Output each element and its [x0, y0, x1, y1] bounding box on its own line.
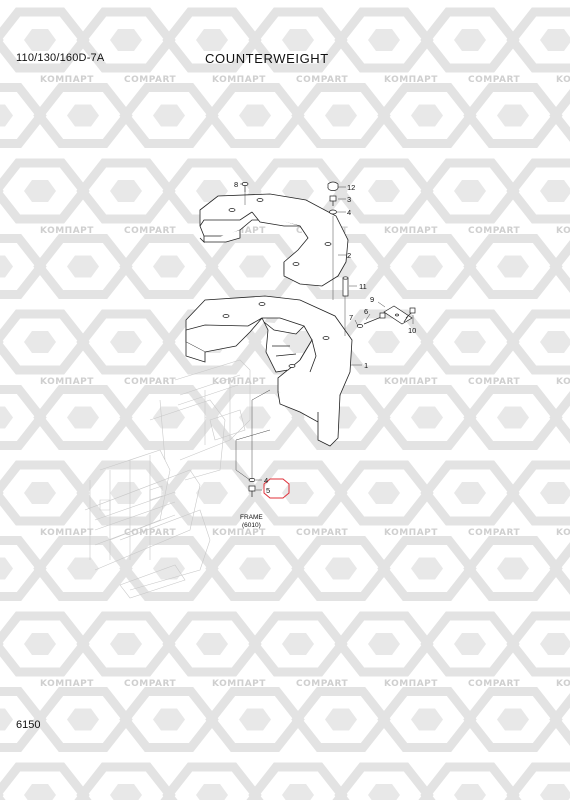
page-title: COUNTERWEIGHT [205, 51, 329, 66]
watermark-text: COMPART [124, 75, 176, 85]
watermark-text: KOMПAPT [556, 528, 570, 538]
callout-9: 9 [370, 295, 374, 304]
watermark-text: KOMПAPT [384, 528, 438, 538]
watermark-text: COMPART [468, 377, 520, 387]
watermark-text: KOMПAPT [40, 226, 94, 236]
watermark-text: COMPART [296, 75, 348, 85]
callout-7: 7 [349, 313, 353, 322]
callout-4-upper: 4 [347, 208, 351, 217]
watermark-text: KOMПAPT [556, 679, 570, 689]
watermark-text: COMPART [296, 528, 348, 538]
callout-5: 5 [266, 486, 270, 495]
callout-10: 10 [408, 326, 416, 335]
frame-outline [84, 359, 251, 599]
watermark-text: KOMПAPT [40, 75, 94, 85]
callout-4-lower: 4 [264, 476, 268, 485]
callout-8: 8 [234, 180, 238, 189]
watermark-text: COMPART [468, 75, 520, 85]
callout-12: 12 [347, 183, 355, 192]
watermark-text: KOMПAPT [40, 377, 94, 387]
watermark-text: KOMПAPT [384, 226, 438, 236]
watermark-text: KOMПAPT [212, 679, 266, 689]
page-number: 6150 [16, 719, 41, 731]
watermark-text: KOMПAPT [384, 75, 438, 85]
hardware [241, 181, 416, 497]
counterweight-lower [185, 295, 353, 447]
watermark-text: KOMПAPT [556, 75, 570, 85]
watermark-text: KOMПAPT [556, 226, 570, 236]
watermark-text: COMPART [124, 377, 176, 387]
watermark-text: COMPART [124, 226, 176, 236]
callout-11: 11 [359, 282, 367, 291]
frame-label: FRAME [240, 514, 263, 521]
model-label: 110/130/160D-7A [16, 52, 105, 64]
watermark-text: KOMПAPT [556, 377, 570, 387]
counterweight-upper [199, 193, 349, 287]
highlight-marker [263, 478, 290, 499]
guide-lines [235, 183, 414, 491]
watermark-text: KOMПAPT [384, 679, 438, 689]
watermark-text: KOMПAPT [212, 528, 266, 538]
callout-3: 3 [347, 195, 351, 204]
watermark-text: COMPART [124, 679, 176, 689]
watermark-text: KOMПAPT [384, 377, 438, 387]
watermark-text: COMPART [468, 528, 520, 538]
watermark-text: COMPART [468, 226, 520, 236]
callout-1: 1 [364, 361, 368, 370]
callout-2: 2 [347, 251, 351, 260]
frame-ref: (6010) [242, 522, 261, 529]
watermark-text: KOMПAPT [212, 75, 266, 85]
watermark-text: KOMПAPT [212, 377, 266, 387]
callout-6: 6 [364, 307, 368, 316]
watermark-text: COMPART [468, 679, 520, 689]
watermark-text: COMPART [296, 679, 348, 689]
watermark-text: KOMПAPT [40, 528, 94, 538]
watermark-text: KOMПAPT [40, 679, 94, 689]
